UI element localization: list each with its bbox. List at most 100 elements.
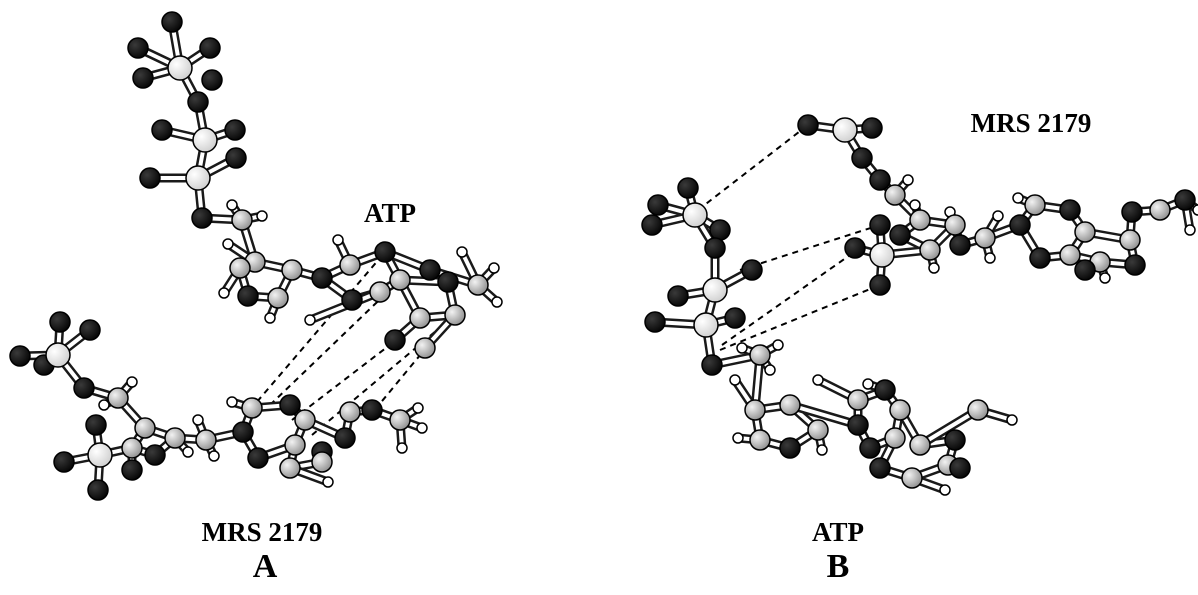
hydrogen-bond-line	[269, 279, 401, 406]
oxygen-atom	[9, 345, 31, 367]
carbon-atom	[467, 274, 489, 296]
panel-b-bottom-molecule-label: ATP	[812, 517, 864, 547]
oxygen-atom	[859, 437, 881, 459]
carbon-atom	[339, 401, 361, 423]
phosphorus-atom	[45, 342, 71, 368]
hydrogen-atom	[909, 199, 921, 211]
oxygen-atom	[232, 421, 254, 443]
oxygen-atom	[49, 311, 71, 333]
hydrogen-atom	[1184, 224, 1196, 236]
oxygen-atom	[779, 437, 801, 459]
carbon-atom	[974, 227, 996, 249]
phosphorus-atom	[185, 165, 211, 191]
phosphorus-atom	[693, 312, 719, 338]
carbon-atom	[339, 254, 361, 276]
carbon-atom	[389, 269, 411, 291]
carbon-atom	[241, 397, 263, 419]
hydrogen-atom	[412, 402, 424, 414]
oxygen-atom	[237, 285, 259, 307]
hydrogen-atom	[772, 339, 784, 351]
oxygen-atom	[151, 119, 173, 141]
oxygen-atom	[225, 147, 247, 169]
hydrogen-atom	[416, 422, 428, 434]
hydrogen-atom	[491, 296, 503, 308]
oxygen-atom	[247, 447, 269, 469]
oxygen-atom	[869, 214, 891, 236]
oxygen-atom	[1029, 247, 1051, 269]
hydrogen-atom	[1006, 414, 1018, 426]
panel-a-top-molecule-label: ATP	[364, 198, 416, 228]
hydrogen-bond-line	[721, 247, 861, 346]
carbon-atom	[909, 209, 931, 231]
carbon-atom	[847, 389, 869, 411]
oxygen-atom	[677, 177, 699, 199]
hydrogen-atom	[902, 174, 914, 186]
oxygen-atom	[1174, 189, 1196, 211]
carbon-atom	[749, 429, 771, 451]
hydrogen-atom	[928, 262, 940, 274]
oxygen-atom	[1009, 214, 1031, 236]
phosphorus-atom	[832, 117, 858, 143]
oxygen-atom	[132, 67, 154, 89]
oxygen-atom	[869, 274, 891, 296]
oxygen-atom	[224, 119, 246, 141]
oxygen-atom	[161, 11, 183, 33]
oxygen-atom	[944, 429, 966, 451]
hydrogen-atom	[862, 378, 874, 390]
carbon-atom	[279, 457, 301, 479]
carbon-atom	[1119, 229, 1141, 251]
oxygen-atom	[311, 267, 333, 289]
oxygen-atom	[144, 444, 166, 466]
hydrogen-atom	[264, 312, 276, 324]
carbon-atom	[281, 259, 303, 281]
oxygen-atom	[704, 237, 726, 259]
oxygen-atom	[199, 37, 221, 59]
hydrogen-atom	[98, 399, 110, 411]
phosphorus-atom	[682, 202, 708, 228]
hydrogen-atom	[992, 210, 1004, 222]
panel-b-top-molecule-label: MRS 2179	[970, 108, 1092, 138]
hydrogen-atom	[256, 210, 268, 222]
carbon-atom	[901, 467, 923, 489]
oxygen-atom	[87, 479, 109, 501]
carbon-atom	[744, 399, 766, 421]
carbon-atom	[919, 239, 941, 261]
oxygen-atom	[647, 194, 669, 216]
carbon-atom	[444, 304, 466, 326]
hydrogen-atom	[126, 376, 138, 388]
hydrogen-atom	[812, 374, 824, 386]
oxygen-atom	[889, 224, 911, 246]
carbon-atom	[121, 437, 143, 459]
oxygen-atom	[644, 311, 666, 333]
oxygen-atom	[334, 427, 356, 449]
hydrogen-atom	[226, 199, 238, 211]
hydrogen-atom	[332, 234, 344, 246]
carbon-atom	[389, 409, 411, 431]
hydrogen-atom	[764, 364, 776, 376]
oxygen-atom	[279, 394, 301, 416]
hydrogen-atom	[1192, 204, 1198, 216]
atoms	[9, 11, 1198, 501]
carbon-atom	[779, 394, 801, 416]
carbon-atom	[284, 434, 306, 456]
oxygen-atom	[847, 414, 869, 436]
oxygen-atom	[384, 329, 406, 351]
carbon-atom	[231, 209, 253, 231]
oxygen-atom	[374, 241, 396, 263]
hydrogen-atom	[222, 238, 234, 250]
carbon-atom	[369, 281, 391, 303]
oxygen-atom	[139, 167, 161, 189]
hydrogen-atom	[984, 252, 996, 264]
carbon-atom	[164, 427, 186, 449]
oxygen-atom	[73, 377, 95, 399]
oxygen-atom	[1121, 201, 1143, 223]
panel-a-label: A	[252, 548, 278, 585]
hydrogen-bond-lines	[249, 124, 881, 436]
oxygen-atom	[361, 399, 383, 421]
hydrogen-bond-line	[249, 257, 381, 411]
hydrogen-atom	[226, 396, 238, 408]
oxygen-atom	[419, 259, 441, 281]
oxygen-atom	[869, 457, 891, 479]
hydrogen-atom	[218, 287, 230, 299]
